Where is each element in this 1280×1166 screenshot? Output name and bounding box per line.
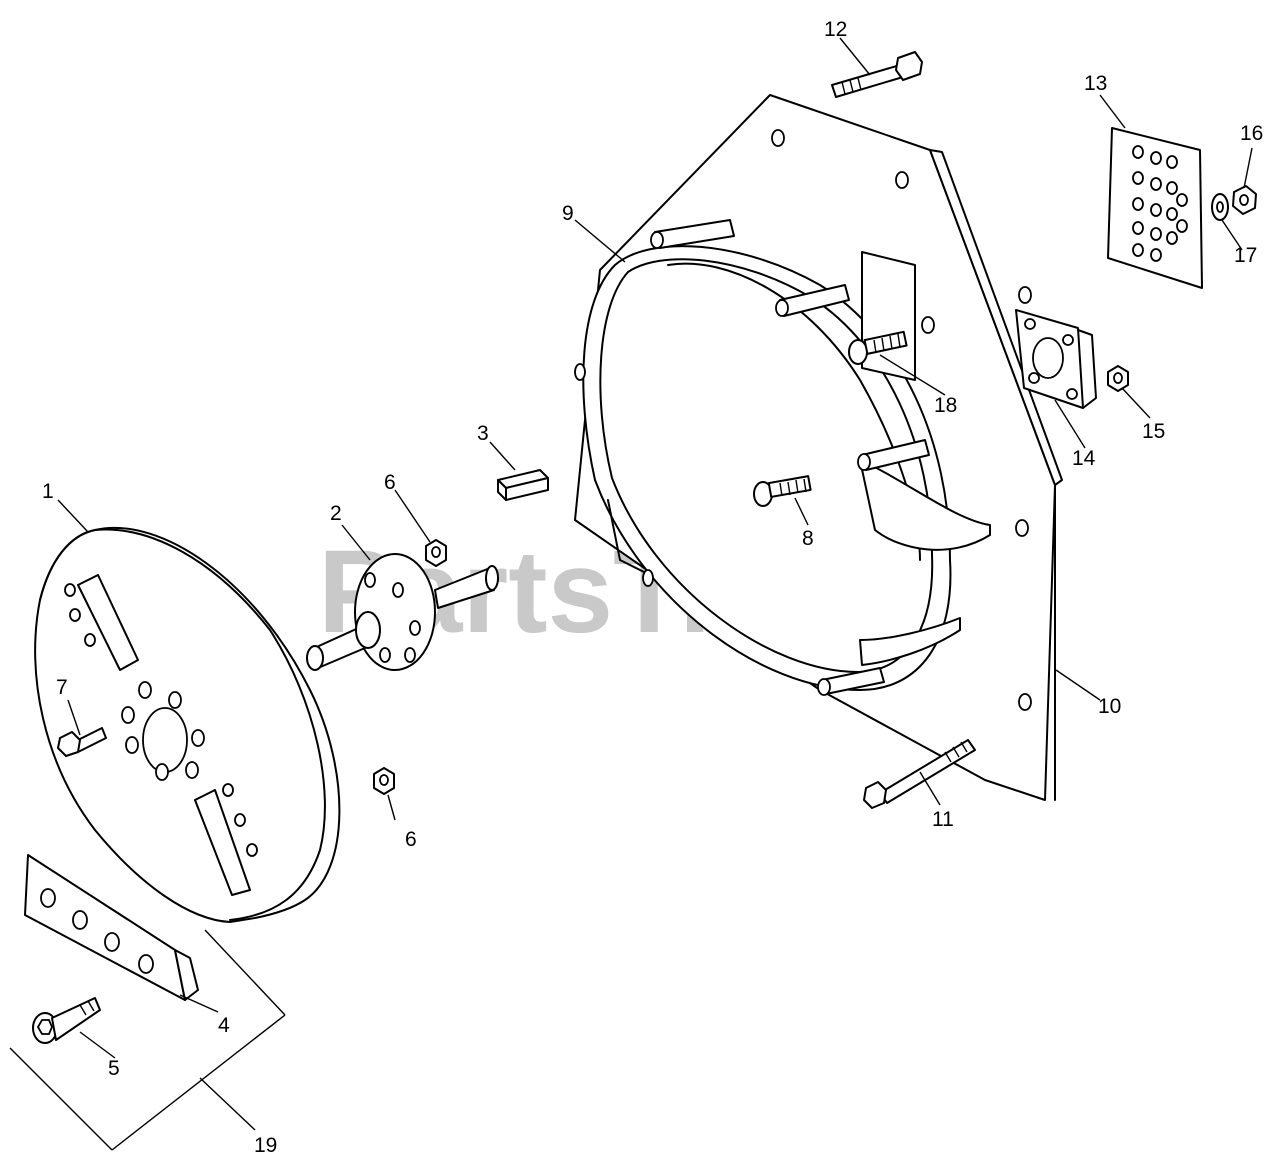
callout-13: 13 — [1084, 72, 1107, 95]
leader-lines — [9, 37, 1253, 1151]
callout-18: 18 — [934, 394, 957, 417]
callout-17: 17 — [1234, 244, 1257, 267]
callout-9: 9 — [562, 202, 574, 225]
callout-labels: 1 2 3 4 5 6 6 7 8 9 10 11 12 13 14 15 16… — [42, 18, 1263, 1157]
callout-4: 4 — [218, 1014, 230, 1037]
part-5-socket-screw[interactable] — [32, 997, 101, 1044]
part-15-nut[interactable] — [1107, 365, 1129, 392]
part-17-washer[interactable] — [1211, 193, 1229, 221]
part-8-carriage-bolt[interactable] — [753, 475, 812, 507]
part-7-hex-bolt[interactable] — [57, 727, 107, 757]
callout-16: 16 — [1240, 122, 1263, 145]
callout-11: 11 — [932, 808, 954, 831]
callout-8: 8 — [802, 527, 814, 550]
callout-7: 7 — [56, 676, 68, 699]
part-12-hex-bolt[interactable] — [831, 51, 923, 98]
callout-5: 5 — [108, 1057, 120, 1080]
part-16-nut[interactable] — [1232, 185, 1257, 215]
part-6-nut-lower[interactable] — [373, 767, 395, 795]
part-2-hub-shaft[interactable] — [306, 553, 499, 671]
callout-2: 2 — [330, 502, 342, 525]
callout-19: 19 — [254, 1134, 277, 1157]
callout-3: 3 — [477, 422, 489, 445]
callout-6-upper: 6 — [384, 471, 396, 494]
callout-14: 14 — [1072, 447, 1096, 470]
part-18-carriage-bolt[interactable] — [848, 330, 908, 365]
callout-15: 15 — [1142, 420, 1165, 443]
callout-12: 12 — [824, 18, 847, 41]
callout-10: 10 — [1098, 695, 1121, 718]
callout-6-lower: 6 — [405, 828, 417, 851]
part-3-key[interactable] — [497, 469, 549, 501]
part-14-bearing-flange[interactable] — [1015, 309, 1097, 409]
part-13-grate-plate[interactable] — [1107, 127, 1203, 289]
part-4-blade[interactable] — [24, 854, 199, 1001]
part-1-impeller-disc[interactable] — [34, 526, 341, 923]
part-6-nut-upper[interactable] — [425, 539, 447, 567]
callout-1: 1 — [42, 480, 54, 503]
part-11-hex-bolt[interactable] — [863, 739, 976, 809]
